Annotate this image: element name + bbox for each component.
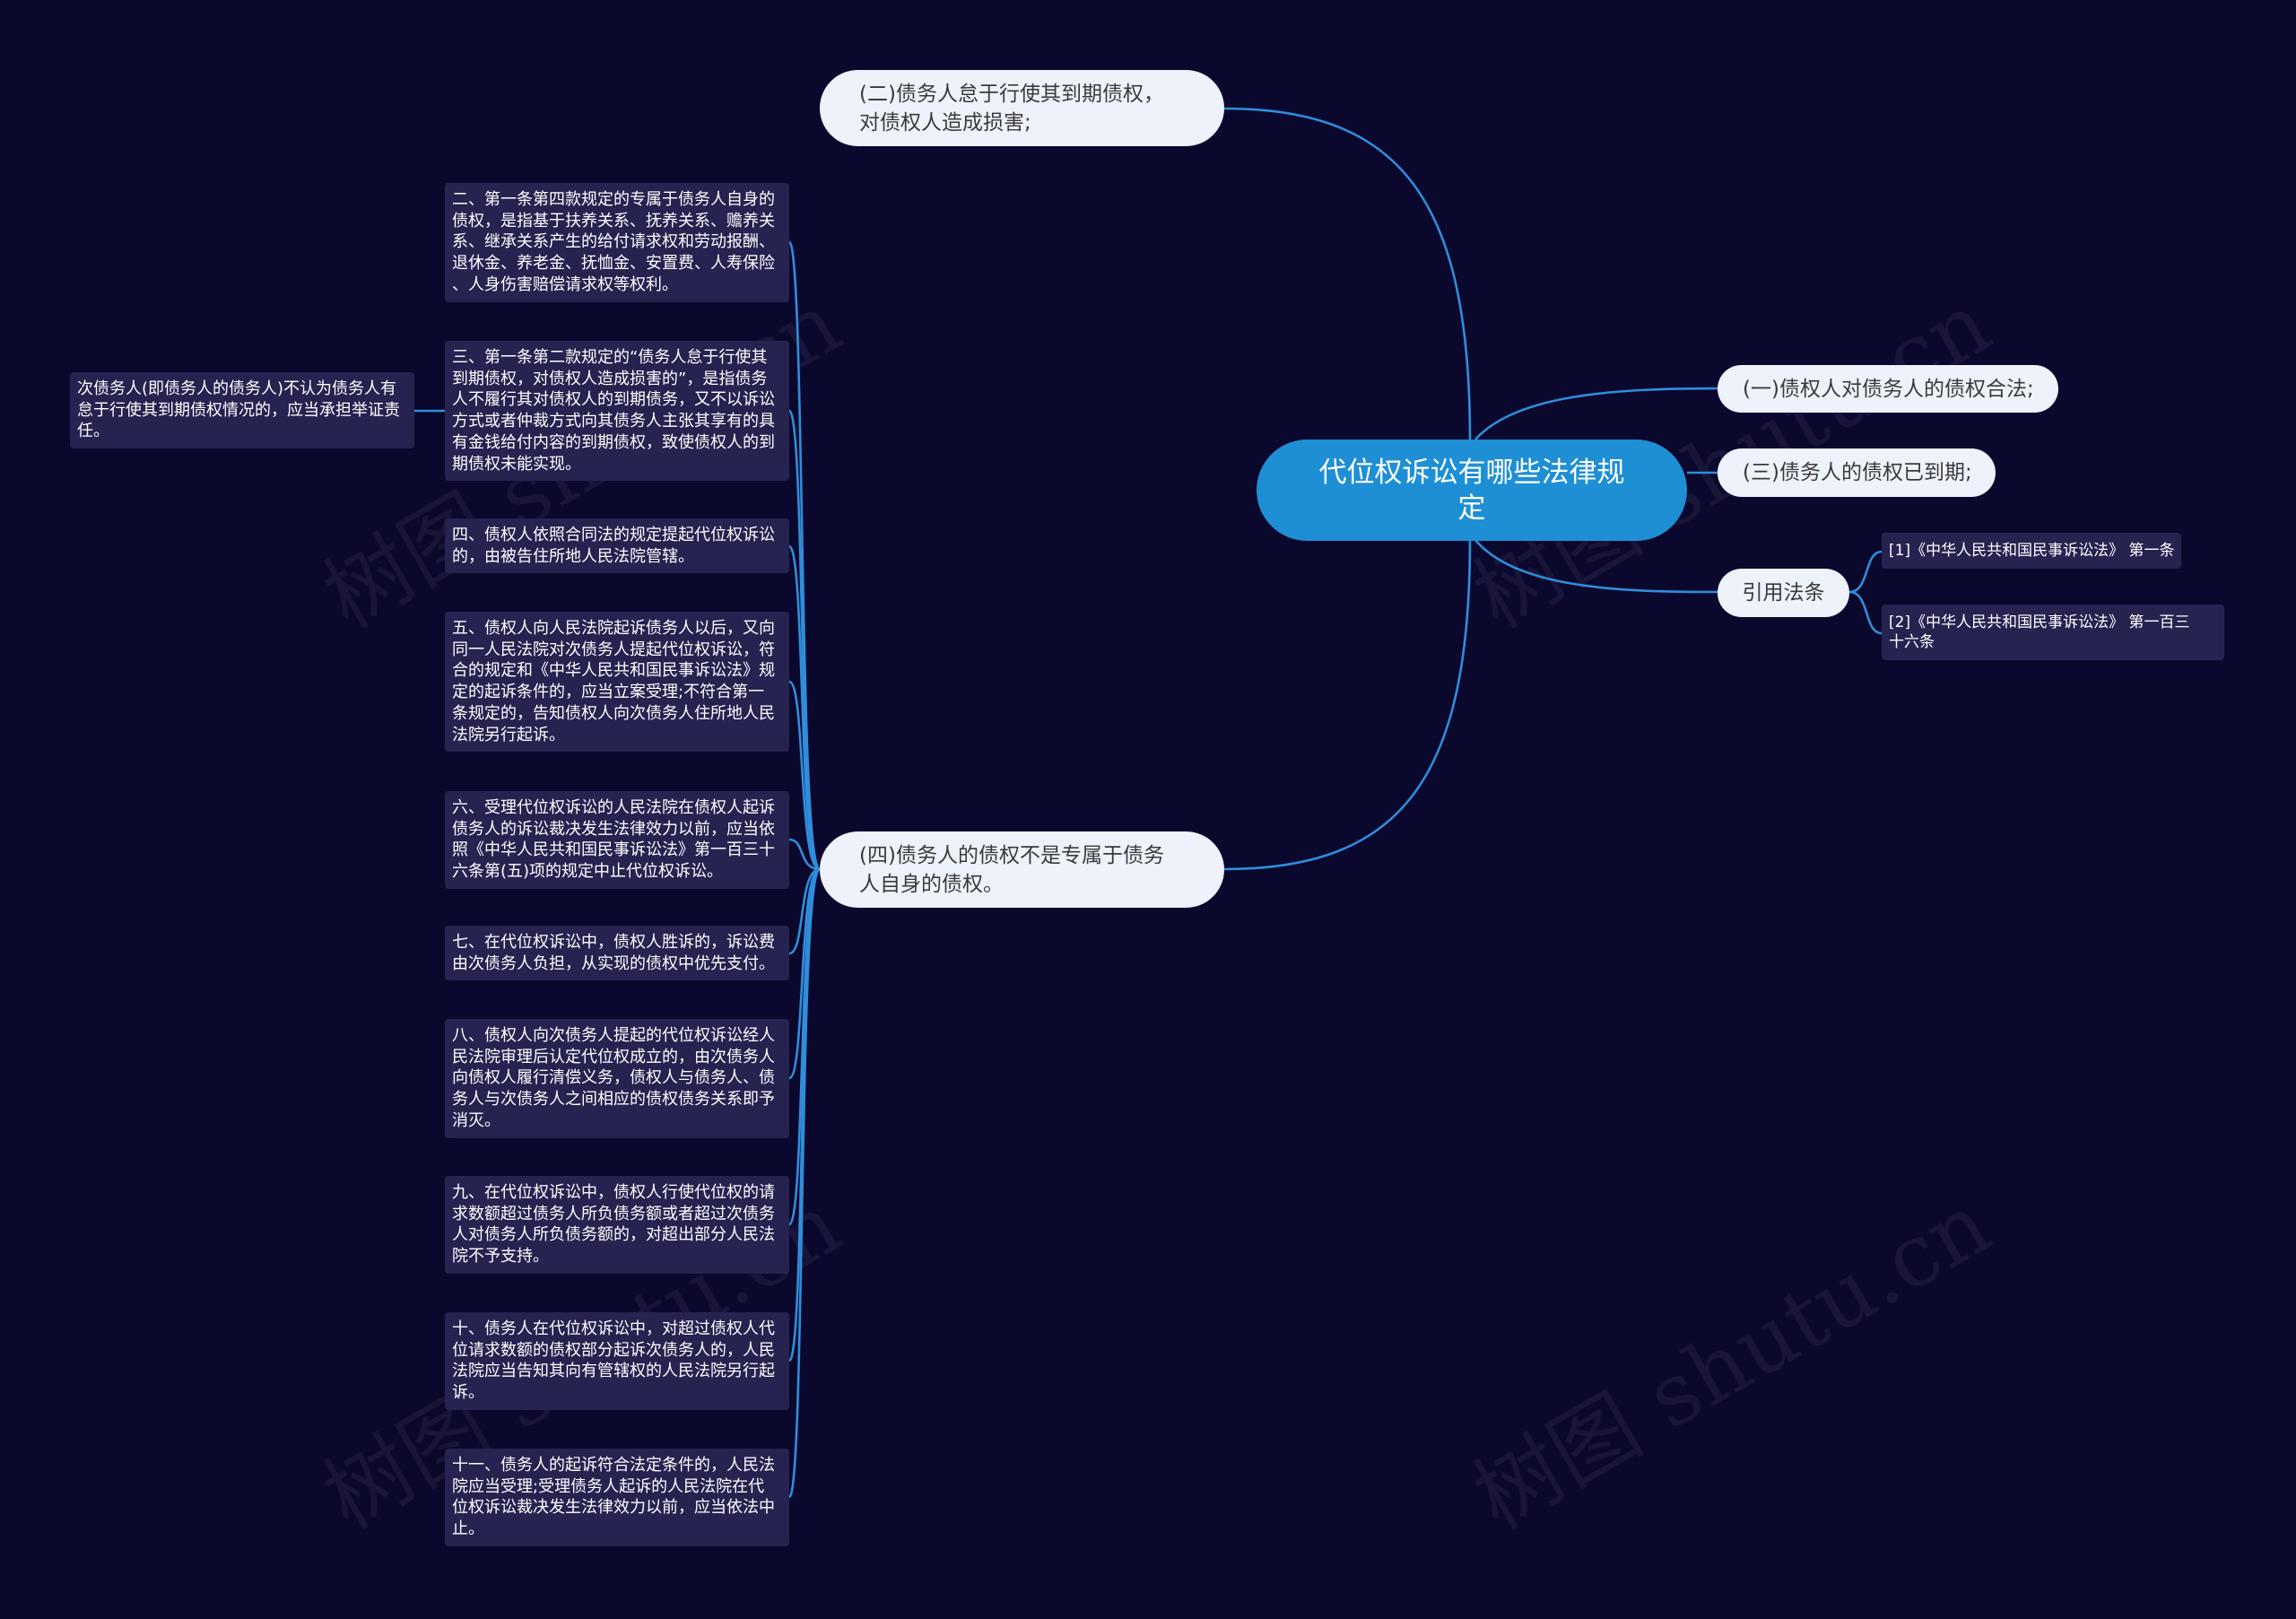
topic-condition-3[interactable]: (三)债务人的债权已到期;: [1718, 448, 1996, 497]
citation-item-2[interactable]: [2]《中华人民共和国民事诉讼法》 第一百三 十六条: [1882, 605, 2224, 660]
detail-box-1[interactable]: 二、第一条第四款规定的专属于债务人自身的 债权，是指基于扶养关系、抚养关系、赡养…: [445, 183, 789, 302]
topic-condition-4[interactable]: (四)债务人的债权不是专属于债务 人自身的债权。: [820, 831, 1224, 908]
central-topic-line: 代位权诉讼有哪些法律规: [1318, 456, 1625, 489]
detail-note-box[interactable]: 次债务人(即债务人的债务人)不认为债务人有 怠于行使其到期债权情况的，应当承担举…: [70, 372, 414, 449]
topic-label: 引用法条: [1742, 581, 1825, 605]
topic-label: (三)债务人的债权已到期;: [1743, 461, 1972, 484]
detail-text-line: 六、受理代位权诉讼的人民法院在债权人起诉: [452, 798, 775, 817]
topic-condition-2[interactable]: (二)债务人怠于行使其到期债权， 对债权人造成损害;: [820, 70, 1224, 146]
detail-box-6[interactable]: 七、在代位权诉讼中，债权人胜诉的，诉讼费 由次债务人负担，从实现的债权中优先支付…: [445, 926, 789, 981]
detail-text-line: 求数额超过债务人所负债务额或者超过次债务: [452, 1204, 775, 1223]
detail-text-line: 院应当受理;受理债务人起诉的人民法院在代: [452, 1476, 765, 1496]
citation-text-line: 十六条: [1889, 633, 1935, 651]
connector-central-to-condition-1: [1474, 387, 1718, 440]
detail-text-line: 十、债务人在代位权诉讼中，对超过债权人代: [452, 1319, 775, 1338]
detail-text-line: 民法院审理后认定代位权成立的，由次债务人: [452, 1047, 775, 1066]
detail-text-line: 十一、债务人的起诉符合法定条件的，人民法: [452, 1456, 775, 1475]
topic-label-line: 对债权人造成损害;: [859, 110, 1031, 135]
connector-condition-4-to-detail-5: [788, 838, 821, 871]
central-topic-line: 定: [1457, 492, 1486, 525]
detail-text-line: 位请求数额的债权部分起诉次债务人的，人民: [452, 1340, 775, 1360]
detail-text-line: 有金钱给付内容的到期债权，致使债权人的到: [452, 432, 775, 452]
topic-label: (一)债权人对债务人的债权合法;: [1743, 377, 2034, 401]
detail-text-line: 债务人的诉讼裁决发生法律效力以前，应当依: [452, 819, 775, 839]
connector-condition-4-to-detail-7: [787, 867, 821, 1080]
citation-item-1[interactable]: [1]《中华人民共和国民事诉讼法》 第一条: [1882, 533, 2182, 569]
detail-text-line: 到期债权，对债权人造成损害的”，是指债务: [452, 369, 768, 388]
detail-text-line: 条规定的，告知债权人向次债务人住所地人民: [452, 703, 775, 723]
topic-label-line: (二)债务人怠于行使其到期债权，: [859, 82, 1164, 106]
detail-text-line: 二、第一条第四款规定的专属于债务人自身的: [452, 190, 775, 209]
connector-central-to-condition-2: [1223, 107, 1472, 440]
detail-text-line: 向债权人履行清偿义务，债权人与债务人、债: [452, 1068, 775, 1088]
citation-text-line: [2]《中华人民共和国民事诉讼法》 第一百三: [1889, 614, 2190, 631]
detail-text-line: 的，由被告住所地人民法院管辖。: [452, 546, 694, 566]
detail-text-line: 同一人民法院对次债务人提起代位权诉讼，符: [452, 640, 775, 659]
detail-text-line: 期债权未能实现。: [452, 454, 581, 474]
detail-text-line: 五、债权人向人民法院起诉债务人以后，又向: [452, 619, 775, 638]
detail-text-line: 人对债务人所负债务额的，对超出部分人民法: [452, 1225, 775, 1245]
detail-text-line: 定的起诉条件的，应当立案受理;不符合第一: [452, 683, 765, 702]
detail-text-line: 合的规定和《中华人民共和国民事诉讼法》规: [452, 661, 775, 681]
detail-text-line: 退休金、养老金、抚恤金、安置费、人寿保险: [452, 254, 775, 274]
detail-box-7[interactable]: 八、债权人向次债务人提起的代位权诉讼经人 民法院审理后认定代位权成立的，由次债务…: [445, 1019, 789, 1138]
detail-box-10[interactable]: 十一、债务人的起诉符合法定条件的，人民法 院应当受理;受理债务人起诉的人民法院在…: [445, 1449, 789, 1546]
detail-text-line: 三、第一条第二款规定的“债务人怠于行使其: [452, 348, 768, 367]
central-topic[interactable]: 代位权诉讼有哪些法律规 定: [1257, 440, 1687, 541]
detail-text-line: 九、在代位权诉讼中，债权人行使代位权的请: [452, 1183, 775, 1202]
detail-box-9[interactable]: 十、债务人在代位权诉讼中，对超过债权人代 位请求数额的债权部分起诉次债务人的，人…: [445, 1312, 789, 1410]
detail-box-8[interactable]: 九、在代位权诉讼中，债权人行使代位权的请 求数额超过债务人所负债务额或者超过次债…: [445, 1176, 789, 1274]
detail-text-line: 位权诉讼裁决发生法律效力以前，应当依法中: [452, 1498, 775, 1518]
detail-text-line: 、人身伤害赔偿请求权等权利。: [452, 274, 678, 294]
connector-citations-to-item-2: [1848, 590, 1883, 635]
detail-text-line: 务人与次债务人之间相应的债权债务关系即予: [452, 1090, 775, 1110]
connector-citations-to-item-1: [1848, 550, 1883, 594]
detail-text-line: 方式或者仲裁方式向其债务人主张其享有的具: [452, 412, 775, 431]
detail-box-3[interactable]: 四、债权人依照合同法的规定提起代位权诉讼 的，由被告住所地人民法院管辖。: [445, 518, 789, 574]
detail-box-5[interactable]: 六、受理代位权诉讼的人民法院在债权人起诉 债务人的诉讼裁决发生法律效力以前，应当…: [445, 791, 789, 889]
detail-text-line: 消灭。: [452, 1110, 500, 1130]
detail-text-line: 人不履行其对债权人的到期债务，又不以诉讼: [452, 390, 775, 410]
topic-citations[interactable]: 引用法条: [1718, 569, 1849, 617]
detail-text-line: 止。: [452, 1519, 484, 1539]
connector-condition-4-to-detail-3: [787, 544, 821, 871]
connector-central-to-citations: [1474, 539, 1718, 594]
detail-text-line: 六条第(五)项的规定中止代位权诉讼。: [452, 862, 724, 882]
topic-condition-1[interactable]: (一)债权人对债务人的债权合法;: [1718, 365, 2058, 413]
connector-condition-4-to-detail-2: [787, 409, 822, 871]
detail-text-line: 系、继承关系产生的给付请求权和劳动报酬、: [452, 232, 775, 252]
topic-label-line: 人自身的债权。: [859, 872, 1004, 896]
connector-condition-4-to-detail-4: [787, 680, 821, 871]
connector-condition-4-to-detail-6: [788, 867, 821, 955]
citation-text-line: [1]《中华人民共和国民事诉讼法》 第一条: [1889, 542, 2175, 560]
detail-text-line: 法院另行起诉。: [452, 725, 565, 744]
detail-text-line: 债权，是指基于扶养关系、抚养关系、赡养关: [452, 211, 775, 231]
detail-text-line: 八、债权人向次债务人提起的代位权诉讼经人: [452, 1026, 775, 1045]
topic-label-line: (四)债务人的债权不是专属于债务: [859, 843, 1164, 867]
connector-central-to-condition-4: [1223, 539, 1472, 871]
detail-text-line: 怠于行使其到期债权情况的，应当承担举证责: [77, 400, 400, 420]
detail-text-line: 七、在代位权诉讼中，债权人胜诉的，诉讼费: [452, 933, 775, 952]
detail-text-line: 法院应当告知其向有管辖权的人民法院另行起: [452, 1362, 775, 1381]
detail-text-line: 照《中华人民共和国民事诉讼法》第一百三十: [452, 840, 775, 860]
detail-box-4[interactable]: 五、债权人向人民法院起诉债务人以后，又向 同一人民法院对次债务人提起代位权诉讼，…: [445, 612, 789, 753]
detail-text-line: 任。: [77, 422, 109, 441]
detail-text-line: 诉。: [452, 1383, 484, 1403]
detail-text-line: 院不予支持。: [452, 1247, 549, 1266]
detail-text-line: 由次债务人负担，从实现的债权中优先支付。: [452, 953, 775, 973]
detail-text-line: 四、债权人依照合同法的规定提起代位权诉讼: [452, 526, 775, 544]
detail-text-line: 次债务人(即债务人的债务人)不认为债务人有: [77, 379, 397, 398]
detail-box-2[interactable]: 三、第一条第二款规定的“债务人怠于行使其 到期债权，对债权人造成损害的”，是指债…: [445, 341, 789, 482]
connector-condition-4-to-detail-10: [787, 867, 822, 1499]
